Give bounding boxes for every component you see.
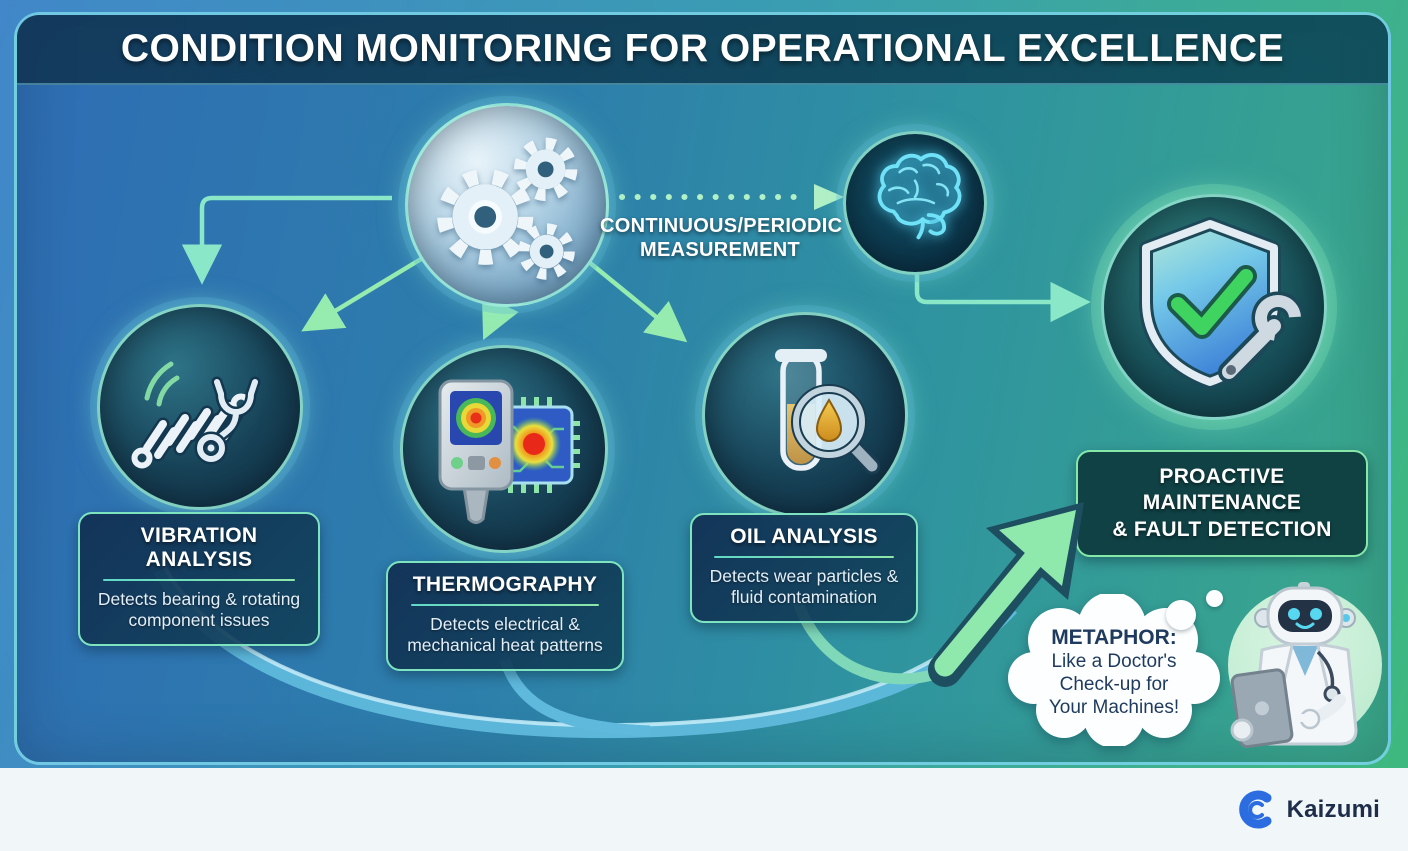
metaphor-line1: Like a Doctor's [1051,650,1177,672]
divider [410,604,600,606]
title-banner: CONDITION MONITORING FOR OPERATIONAL EXC… [17,15,1388,85]
page-title: CONDITION MONITORING FOR OPERATIONAL EXC… [120,27,1285,70]
thermography-label-box: THERMOGRAPHY Detects electrical & mechan… [386,561,624,671]
thermography-node [400,345,608,553]
oil-label-box: OIL ANALYSIS Detects wear particles & fl… [690,513,918,623]
brain-node [843,131,987,275]
measurement-label-line1: CONTINUOUS/PERIODIC [600,215,843,237]
robot-doctor [1220,580,1386,752]
outcome-title-line2: & FAULT DETECTION [1112,517,1332,541]
thermal-camera-icon [438,379,580,524]
brand-name: Kaizumi [1286,795,1380,823]
thermography-title: THERMOGRAPHY [412,573,598,596]
metaphor-line2: Check-up for [1059,673,1169,695]
chip [496,397,580,493]
gears-icon [437,137,578,280]
thought-bubble-large [1166,600,1196,630]
measurement-label: CONTINUOUS/PERIODIC MEASUREMENT [600,214,843,262]
oil-testtube-magnifier-icon [775,349,880,475]
oil-title: OIL ANALYSIS [730,525,878,548]
footer-strip: Kaizumi [0,768,1408,851]
camera [438,379,514,524]
metaphor-line3: Your Machines! [1048,696,1180,718]
vibration-node [97,304,303,510]
outcome-box: PROACTIVE MAINTENANCE & FAULT DETECTION [1076,450,1368,557]
thermography-desc: Detects electrical & mechanical heat pat… [407,614,603,656]
robot-doctor-icon [1230,582,1358,749]
shield-node [1101,194,1327,420]
brand-c-swirl-icon [1238,790,1272,828]
brain-icon [877,153,962,240]
outcome-title-line1: PROACTIVE MAINTENANCE [1142,465,1302,515]
metaphor-heading: METAPHOR: [1051,625,1177,649]
metaphor-cloud: METAPHOR: Like a Doctor's Check-up for Y… [1008,594,1220,746]
metaphor-text: METAPHOR: Like a Doctor's Check-up for Y… [1008,594,1220,746]
divider [714,556,894,558]
thought-bubble-small [1206,590,1223,607]
divider [103,579,295,581]
vibration-label-box: VIBRATION ANALYSIS Detects bearing & rot… [78,512,320,646]
shield-check-wrench-icon [1139,217,1302,389]
vibration-spring-stethoscope-icon [131,361,261,469]
vibration-title: VIBRATION ANALYSIS [140,524,258,571]
wrench [1218,291,1302,383]
oil-desc: Detects wear particles & fluid contamina… [709,566,899,608]
vibration-desc: Detects bearing & rotating component iss… [97,589,301,631]
brand-logo: Kaizumi [1234,788,1380,832]
measurement-label-line2: MEASUREMENT [640,239,800,261]
gears-node [405,103,609,307]
oil-node [702,312,908,518]
